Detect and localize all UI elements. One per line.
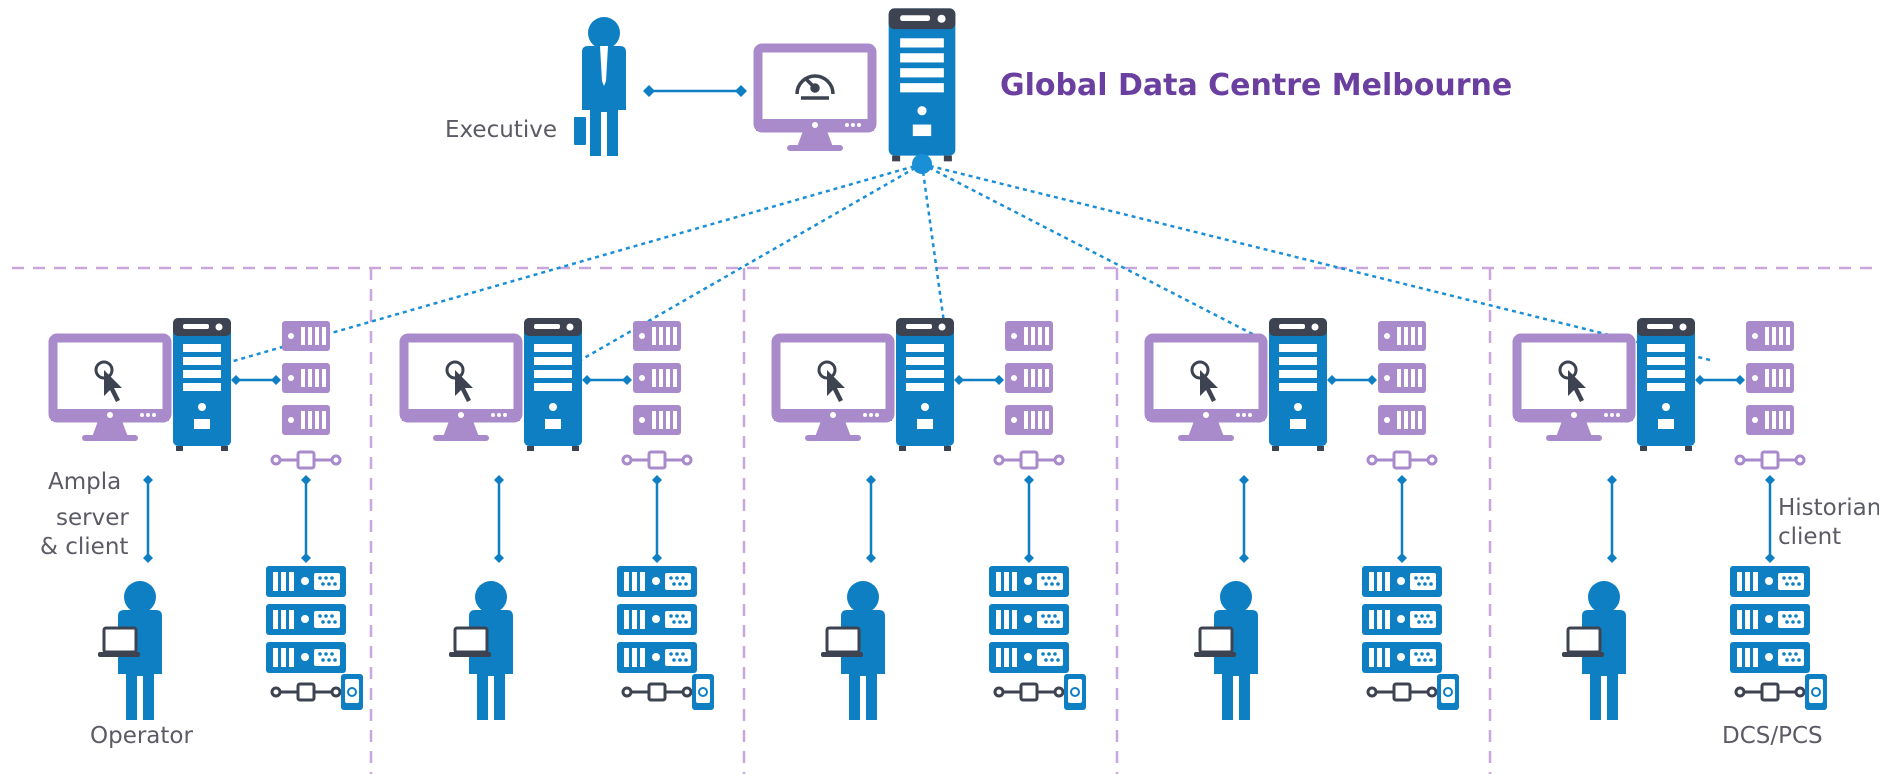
server-tower-icon (1269, 318, 1327, 451)
hard-drive-icon (1063, 673, 1087, 711)
server-rack-icon (266, 566, 346, 597)
historian-label-line-1: Historian (1778, 495, 1879, 521)
local-link (301, 475, 311, 563)
local-link (1607, 475, 1617, 563)
plant-site-3 (774, 318, 1087, 720)
server-rack-icon (1362, 566, 1442, 597)
plant-site-4 (1147, 318, 1460, 720)
executive-label: Executive (445, 117, 557, 143)
local-link (143, 475, 153, 563)
local-link (494, 475, 504, 563)
local-link (1765, 475, 1775, 563)
ampla-label-line-1: Ampla (48, 469, 122, 495)
network-node-icon (621, 682, 693, 702)
historian-server-icon (282, 405, 330, 435)
local-link (1397, 475, 1407, 563)
server-rack-icon (1362, 642, 1442, 673)
hard-drive-icon (340, 673, 364, 711)
server-link (1327, 375, 1377, 385)
local-link (1239, 475, 1249, 563)
historian-server-icon (1378, 405, 1426, 435)
historian-server-icon (1746, 405, 1794, 435)
page-title: Global Data Centre Melbourne (1000, 68, 1513, 103)
network-node-icon (1366, 682, 1438, 702)
server-rack-icon (1730, 566, 1810, 597)
network-node-icon (270, 682, 342, 702)
local-link (1024, 475, 1034, 563)
server-rack-icon (989, 566, 1069, 597)
dcs-pcs-label: DCS/PCS (1722, 723, 1823, 749)
network-node-icon (1734, 450, 1806, 470)
server-rack-icon (989, 604, 1069, 635)
server-rack-icon (989, 642, 1069, 673)
network-node-icon (993, 450, 1065, 470)
server-link (582, 375, 632, 385)
server-link (231, 375, 281, 385)
historian-server-icon (633, 321, 681, 351)
local-link (652, 475, 662, 563)
server-tower-icon (524, 318, 582, 451)
data-centre-hub-node (912, 154, 932, 174)
dashboard-gauge-icon (795, 74, 835, 100)
server-rack-icon (266, 642, 346, 673)
server-rack-icon (266, 604, 346, 635)
executive-icon (572, 17, 626, 156)
server-tower-icon (1637, 318, 1695, 451)
network-node-icon (270, 450, 342, 470)
historian-label-line-2: client (1778, 524, 1842, 550)
historian-server-icon (1005, 321, 1053, 351)
plant-site-1 (51, 318, 364, 720)
plant-site-5 (1515, 318, 1828, 720)
plant-site-2 (402, 318, 715, 720)
laptop-icon (1192, 626, 1238, 659)
server-rack-icon (1730, 642, 1810, 673)
server-tower-icon (173, 318, 231, 451)
server-rack-icon (1730, 604, 1810, 635)
operator-label: Operator (90, 723, 193, 749)
historian-server-icon (633, 363, 681, 393)
historian-server-icon (1746, 363, 1794, 393)
network-node-icon (621, 450, 693, 470)
laptop-icon (819, 626, 865, 659)
server-rack-icon (617, 642, 697, 673)
executive-link (643, 85, 747, 97)
historian-server-icon (1005, 363, 1053, 393)
network-node-icon (1366, 450, 1438, 470)
local-link (866, 475, 876, 563)
ampla-label-line-3: & client (40, 534, 129, 560)
hard-drive-icon (1436, 673, 1460, 711)
server-rack-icon (617, 604, 697, 635)
historian-server-icon (633, 405, 681, 435)
historian-server-icon (1005, 405, 1053, 435)
laptop-icon (447, 626, 493, 659)
wan-links (229, 162, 1711, 367)
network-node-icon (993, 682, 1065, 702)
server-rack-icon (617, 566, 697, 597)
server-tower-icon (896, 318, 954, 451)
ampla-label-line-2: server (56, 505, 129, 531)
data-centre-server-icon (888, 8, 956, 162)
server-rack-icon (1362, 604, 1442, 635)
historian-server-icon (1378, 363, 1426, 393)
site-dividers-vertical (369, 268, 1492, 774)
historian-server-icon (282, 363, 330, 393)
laptop-icon (96, 626, 142, 659)
hard-drive-icon (1804, 673, 1828, 711)
historian-server-icon (282, 321, 330, 351)
hard-drive-icon (691, 673, 715, 711)
server-link (1695, 375, 1745, 385)
historian-server-icon (1378, 321, 1426, 351)
historian-server-icon (1746, 321, 1794, 351)
laptop-icon (1560, 626, 1606, 659)
network-node-icon (1734, 682, 1806, 702)
server-link (954, 375, 1004, 385)
